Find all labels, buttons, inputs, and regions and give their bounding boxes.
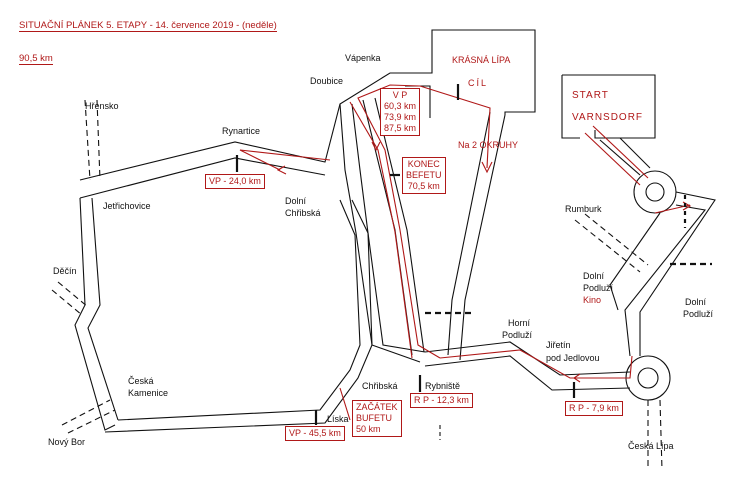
place-jetrichovice: Jetřichovice bbox=[103, 201, 151, 211]
place-chribska: Chřibská bbox=[362, 381, 398, 391]
rp-jiretin-marker: R P - 7,9 km bbox=[565, 401, 623, 416]
map-title: SITUAČNÍ PLÁNEK 5. ETAPY - 14. července … bbox=[19, 20, 277, 32]
buffet-start-line-1: ZAČÁTEK bbox=[356, 402, 398, 412]
route-arrows bbox=[276, 141, 692, 383]
place-novy-bor: Nový Bor bbox=[48, 437, 86, 447]
buffet-start-marker: ZAČÁTEK BUFETU 50 km bbox=[352, 400, 402, 437]
place-liska: Líska bbox=[327, 414, 349, 424]
circuits-label: Na 2 OKRUHY bbox=[458, 140, 519, 150]
place-dolni-podluzi-2: Podluží bbox=[683, 309, 714, 319]
buffet-end-line-1: KONEC bbox=[407, 159, 440, 169]
place-dolni-podluzi-1: Dolní bbox=[685, 297, 707, 307]
checkpoint-bars bbox=[235, 84, 712, 425]
place-kino: Kino bbox=[583, 295, 602, 305]
place-dolni-chribska-1: Dolní bbox=[285, 196, 307, 206]
place-decin: Děčín bbox=[53, 266, 77, 276]
finish-town-label: KRÁSNÁ LÍPA bbox=[452, 55, 511, 65]
place-jiretin-1: Jiřetín bbox=[546, 340, 571, 350]
place-doubice: Doubice bbox=[310, 76, 344, 86]
place-hrensko: Hřensko bbox=[85, 101, 119, 111]
place-rynartice: Rynartice bbox=[222, 126, 261, 136]
buffet-end-km: 70,5 km bbox=[407, 181, 440, 191]
vp-main-label: V P bbox=[392, 90, 408, 100]
race-route bbox=[239, 84, 691, 421]
start-town-label: VARNSDORF bbox=[572, 112, 644, 123]
buffet-start-line-2: BUFETU bbox=[356, 413, 392, 423]
place-ceska-kamenice-1: Česká bbox=[128, 376, 154, 386]
total-distance: 90,5 km bbox=[19, 53, 53, 65]
buffet-end-line-2: BEFETU bbox=[406, 170, 442, 180]
place-ceska-kamenice-2: Kamenice bbox=[128, 388, 169, 398]
place-dolni-chribska-2: Chřibská bbox=[285, 208, 321, 218]
buffet-end-marker: KONEC BEFETU 70,5 km bbox=[402, 157, 446, 194]
place-rumburk: Rumburk bbox=[565, 204, 602, 214]
vp-main-km-2: 73,9 km bbox=[384, 112, 417, 122]
vp-liska-marker: VP - 45,5 km bbox=[285, 426, 345, 441]
finish-label: CÍL bbox=[468, 78, 489, 88]
place-rybniste: Rybniště bbox=[425, 381, 461, 391]
place-vapenka: Vápenka bbox=[345, 53, 381, 63]
vp-rynartice-marker: VP - 24,0 km bbox=[205, 174, 265, 189]
place-ceska-lipa: Česká Lípa bbox=[628, 441, 674, 451]
vp-main-km-1: 60,3 km bbox=[384, 101, 417, 111]
start-label: START bbox=[572, 90, 609, 101]
place-horni-podluzi-2: Podluží bbox=[502, 330, 533, 340]
vp-main-km-3: 87,5 km bbox=[384, 123, 417, 133]
vp-main-marker: V P 60,3 km 73,9 km 87,5 km bbox=[380, 88, 421, 136]
place-jiretin-2: pod Jedlovou bbox=[546, 353, 600, 363]
place-horni-podluzi-1: Horní bbox=[508, 318, 531, 328]
rp-rybniste-marker: R P - 12,3 km bbox=[410, 393, 473, 408]
buffet-start-km: 50 km bbox=[356, 424, 381, 434]
place-dolni-podluzi-kino-1: Dolní bbox=[583, 271, 605, 281]
place-dolni-podluzi-kino-2: Podluží bbox=[583, 283, 614, 293]
